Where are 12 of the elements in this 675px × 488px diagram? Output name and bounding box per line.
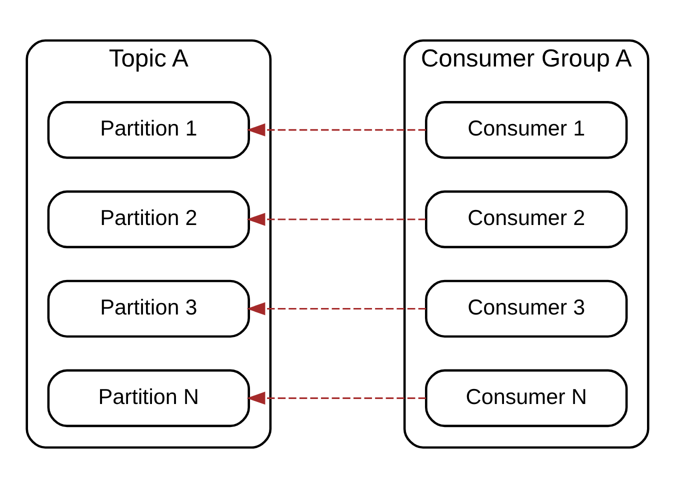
node-box: Partition 1 xyxy=(47,101,250,159)
arrow xyxy=(246,392,426,405)
node-box: Partition 3 xyxy=(47,280,250,338)
arrow xyxy=(246,212,426,226)
node-box: Consumer 1 xyxy=(424,101,628,159)
node-box: Consumer N xyxy=(424,369,628,428)
node-box: Consumer 3 xyxy=(424,280,628,338)
node-box: Partition N xyxy=(47,369,250,428)
node-box: Consumer 2 xyxy=(424,190,628,248)
arrow xyxy=(246,123,426,136)
arrow xyxy=(246,302,426,316)
node-box: Partition 2 xyxy=(47,190,250,248)
